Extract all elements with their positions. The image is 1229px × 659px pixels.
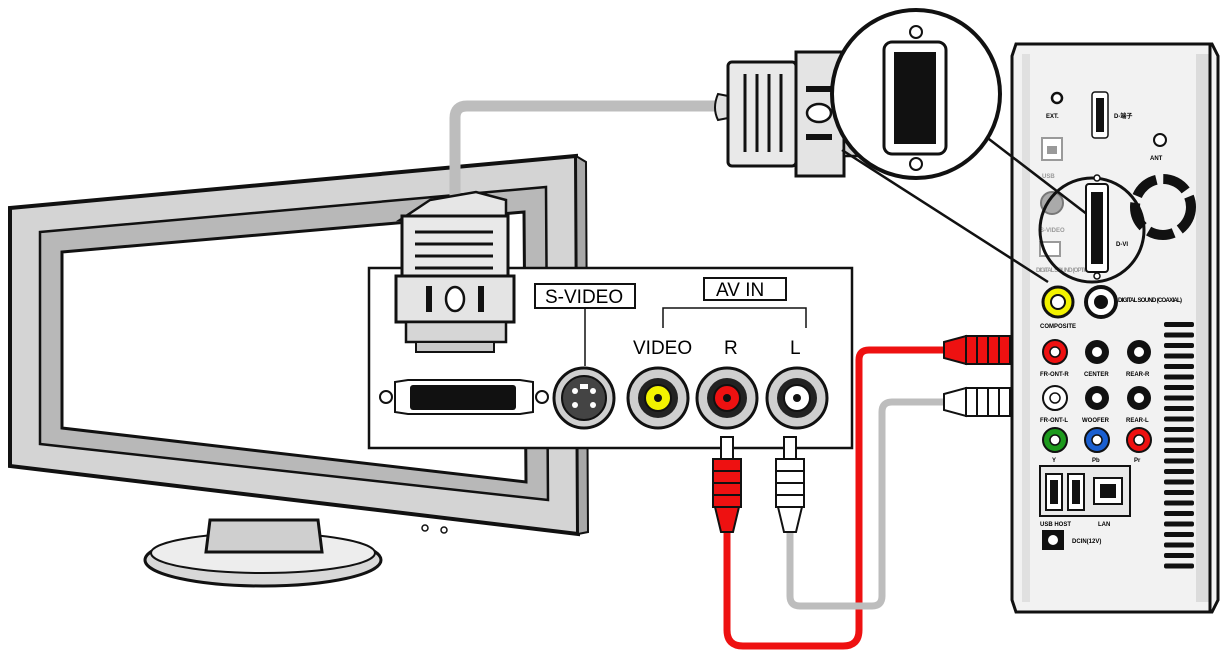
tv-button-icon [440, 526, 448, 534]
tv-connection-panel: S-VIDEO AV IN VIDEO R L [367, 266, 854, 450]
vent-slat [1164, 521, 1194, 527]
composite-label: COMPOSITE [1040, 324, 1076, 330]
vent-slat [1164, 364, 1194, 369]
player-svideo-label: S-VIDEO [1040, 228, 1065, 234]
dvi-plug-tv [394, 190, 516, 353]
ant-port [1153, 133, 1167, 147]
player-svideo-port [1040, 191, 1064, 215]
dvi-cable [449, 100, 720, 210]
tv-svideo-port [552, 366, 616, 430]
pr-label: Pr [1134, 458, 1141, 464]
player-pb-port [1084, 427, 1110, 453]
dvi-plug-player [714, 50, 862, 178]
vent-slat [1164, 437, 1194, 443]
center-label: CENTER [1084, 372, 1109, 378]
vent-slat [1164, 542, 1194, 548]
zoom-dvi-port [882, 25, 948, 171]
player-woofer-port [1085, 386, 1109, 410]
tv-video-port [626, 366, 690, 430]
vent-slat [1164, 490, 1194, 495]
player-composite-port [1041, 285, 1075, 319]
lan-label: LAN [1098, 522, 1110, 528]
video-label: VIDEO [633, 338, 692, 359]
player-rear-r-port [1127, 340, 1151, 364]
vent-slat [1164, 332, 1194, 338]
front-r-label: FR-ONT-R [1040, 372, 1069, 378]
vent-slat [1164, 532, 1194, 537]
tv-dvi-port [379, 379, 549, 415]
r-label: R [724, 338, 738, 359]
vent-slat [1164, 563, 1194, 569]
svideo-label: S-VIDEO [545, 287, 623, 308]
rear-l-label: REAR-L [1126, 418, 1149, 424]
vent-slat [1164, 511, 1194, 516]
fan-vent-icon [1130, 174, 1196, 240]
white-rca-plug [775, 436, 805, 533]
player-rear-l-port [1127, 386, 1151, 410]
front-l-label: FR-ONT-L [1040, 418, 1068, 424]
usb-label: USB [1042, 174, 1055, 180]
woofer-label: WOOFER [1082, 418, 1110, 424]
vent-slat [1164, 448, 1194, 453]
red-rca-plug [712, 436, 742, 533]
optical-label: DIGITAL SOUND (OPTICAL) [1036, 268, 1096, 274]
ant-label: ANT [1150, 156, 1163, 162]
vent-slat [1164, 406, 1194, 411]
svg-text:D-端子: D-端子 [1114, 112, 1132, 120]
dc-label: DCIN(12V) [1072, 539, 1101, 545]
tv-audio-r-port [695, 366, 759, 430]
svg-text:EXT.: EXT. [1046, 114, 1059, 120]
tv-audio-l-port [765, 366, 829, 430]
vent-slat [1164, 322, 1194, 327]
tv-button-icon [421, 524, 429, 532]
vent-slat [1164, 343, 1194, 348]
white-audio-cable [786, 398, 950, 610]
player-dvi-label: D-VI [1116, 242, 1128, 248]
red-audio-cable [723, 346, 950, 650]
player-coaxial-port [1084, 285, 1118, 319]
l-label: L [790, 338, 801, 359]
media-player-back: EXT. D-端子 ANT USB S-VIDEO DIGITAL SOUND … [1010, 42, 1220, 614]
player-front-l-port [1042, 385, 1068, 411]
vent-slat [1164, 374, 1194, 380]
vent-slat [1164, 553, 1194, 558]
player-pr-port [1126, 427, 1152, 453]
av-in-label: AV IN [716, 280, 764, 301]
vent-slat [1164, 479, 1194, 485]
player-y-port [1042, 427, 1068, 453]
player-center-port [1085, 340, 1109, 364]
vent-slat [1164, 469, 1194, 474]
av-in-label-box [703, 277, 787, 301]
vent-slat [1164, 385, 1194, 390]
vent-slat [1164, 395, 1194, 401]
vent-slat [1164, 353, 1194, 359]
svideo-label-box [534, 283, 636, 309]
vent-slats [1164, 322, 1194, 569]
dvi-magnifier: D-VI [830, 8, 1146, 284]
player-front-r-port [1042, 339, 1068, 365]
usb-host-label: USB HOST [1040, 522, 1071, 528]
vent-slat [1164, 458, 1194, 464]
vent-slat [1164, 427, 1194, 432]
pb-label: Pb [1092, 458, 1100, 464]
coaxial-label: DIGITAL SOUND (COAXIAL) [1118, 298, 1182, 304]
y-label: Y [1052, 458, 1056, 464]
vent-slat [1164, 500, 1194, 506]
vent-slat [1164, 416, 1194, 422]
rear-r-label: REAR-R [1126, 372, 1150, 378]
player-dvi-port-small [1091, 91, 1109, 139]
